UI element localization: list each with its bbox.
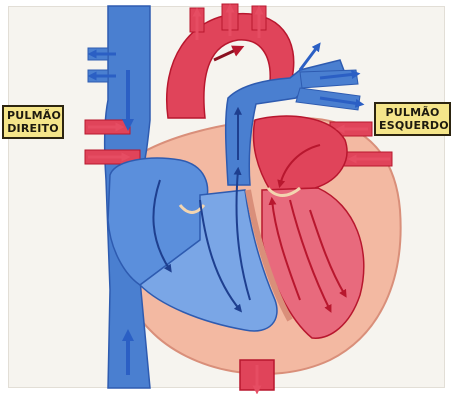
left-lung-label-line1: PULMÃO xyxy=(379,106,446,119)
left-lung-label-line2: ESQUERDO xyxy=(379,119,446,132)
right-lung-label-line2: DIREITO xyxy=(7,122,59,135)
right-lung-label-line1: PULMÃO xyxy=(7,109,59,122)
left-lung-label: PULMÃO ESQUERDO xyxy=(374,102,451,136)
left-atrium xyxy=(253,116,346,190)
pulmonary-branch-right-1 xyxy=(300,70,358,88)
right-lung-label: PULMÃO DIREITO xyxy=(2,105,64,139)
